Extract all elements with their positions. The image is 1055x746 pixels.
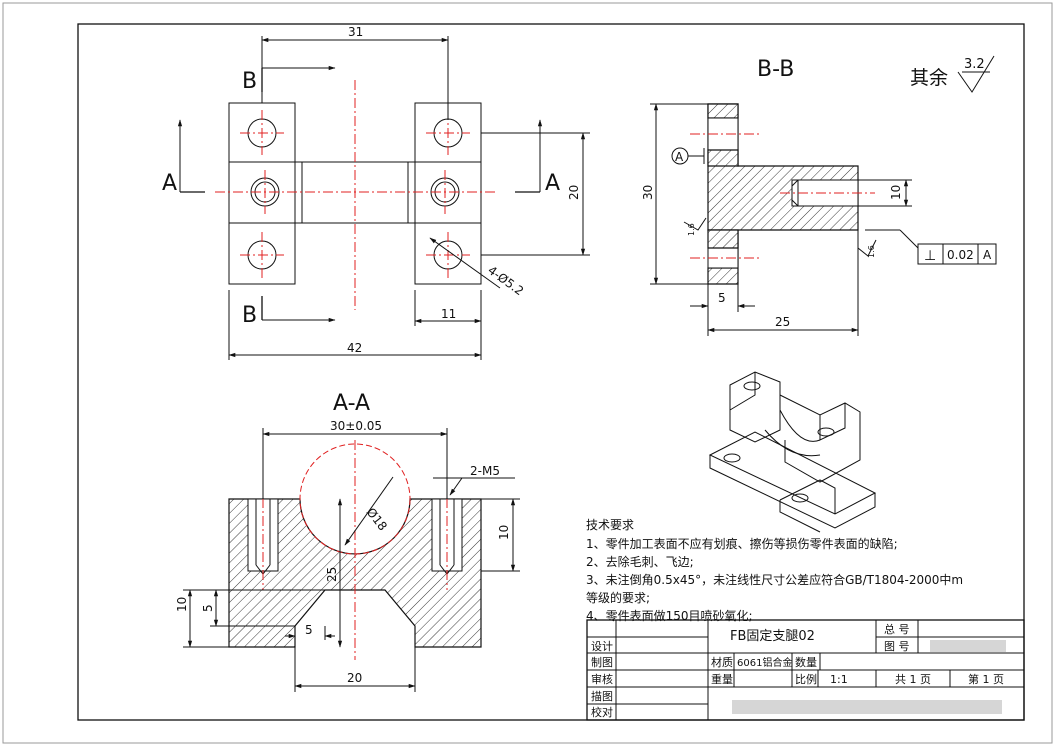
tech-title: 技术要求 bbox=[586, 518, 634, 532]
tb-review: 审核 bbox=[591, 672, 613, 686]
tb-qty-label: 数量 bbox=[795, 656, 817, 669]
top-view-dimensions bbox=[228, 36, 590, 360]
dim-bb-5: 5 bbox=[718, 291, 726, 305]
tb-design: 设计 bbox=[591, 640, 613, 653]
section-bb-title: B-B bbox=[757, 57, 794, 82]
section-aa-title: A-A bbox=[333, 391, 370, 416]
roughness-rest-value: 3.2 bbox=[964, 57, 985, 72]
tech-line-5: 4、零件表面做150目喷砂氧化; bbox=[586, 608, 753, 623]
tb-check: 校对 bbox=[591, 705, 613, 719]
dim-aa-m5: 2-M5 bbox=[470, 464, 500, 478]
tech-line-3: 3、未注倒角0.5x45°，未注线性尺寸公差应符合GB/T1804-2000中m bbox=[586, 572, 963, 587]
perp-value: 0.02 bbox=[947, 248, 974, 262]
datum-a-marker: A bbox=[675, 150, 684, 164]
dim-aa-10-left: 10 bbox=[175, 597, 189, 612]
tb-zong-hao: 总 号 bbox=[884, 622, 910, 636]
dim-31: 31 bbox=[348, 25, 363, 39]
tb-weight-label: 重量 bbox=[711, 672, 733, 686]
section-b-label-top: B bbox=[242, 69, 257, 94]
tb-tu-hao: 图 号 bbox=[884, 640, 910, 653]
perp-symbol: ⊥ bbox=[924, 248, 936, 264]
tb-total-pages: 共 1 页 bbox=[895, 673, 931, 686]
tb-part-name: FB固定支腿02 bbox=[730, 629, 815, 644]
tb-trace: 描图 bbox=[591, 689, 613, 703]
isometric-view bbox=[708, 371, 877, 533]
dim-aa-25: 25 bbox=[325, 567, 339, 582]
tb-scale-label: 比例 bbox=[795, 672, 817, 686]
tech-requirements: 技术要求 1、零件加工表面不应有划痕、擦伤等损伤零件表面的缺陷; 2、去除毛刺、… bbox=[586, 518, 963, 623]
roughness-rest-symbol bbox=[957, 55, 995, 93]
dim-bb-10: 10 bbox=[889, 185, 903, 200]
dim-bb-30: 30 bbox=[641, 185, 655, 200]
tb-scale: 1:1 bbox=[830, 673, 848, 686]
perp-datum: A bbox=[983, 248, 992, 262]
dim-11: 11 bbox=[441, 307, 456, 321]
dim-aa-5-bottom: 5 bbox=[305, 623, 313, 637]
section-b-label-bottom: B bbox=[242, 303, 257, 328]
roughness-rest-label: 其余 bbox=[910, 67, 948, 89]
section-bb-view bbox=[650, 103, 997, 336]
inner-frame bbox=[77, 23, 1025, 721]
dim-aa-20: 20 bbox=[347, 671, 362, 685]
dim-aa-10-right: 10 bbox=[497, 525, 511, 540]
section-a-label-left: A bbox=[162, 171, 177, 196]
tech-line-1: 1、零件加工表面不应有划痕、擦伤等损伤零件表面的缺陷; bbox=[586, 536, 898, 551]
roughness-2: 1.6 bbox=[867, 245, 876, 258]
tb-material-label: 材质 bbox=[711, 655, 733, 669]
tech-line-4: 等级的要求; bbox=[586, 590, 650, 605]
section-a-label-right: A bbox=[545, 171, 560, 196]
tb-material: 6061铝合金 bbox=[737, 656, 792, 669]
tb-draw: 制图 bbox=[591, 656, 613, 669]
tech-line-2: 2、去除毛刺、飞边; bbox=[586, 554, 694, 569]
dim-bb-25: 25 bbox=[775, 315, 790, 329]
roughness-1: 1.6 bbox=[687, 223, 696, 236]
section-aa-view bbox=[183, 428, 520, 692]
dim-42: 42 bbox=[347, 341, 362, 355]
title-block bbox=[586, 619, 1025, 721]
dim-aa-5-left: 5 bbox=[201, 604, 215, 612]
tb-page: 第 1 页 bbox=[968, 672, 1004, 686]
dim-aa-30: 30±0.05 bbox=[330, 419, 382, 433]
dim-20: 20 bbox=[567, 185, 581, 200]
